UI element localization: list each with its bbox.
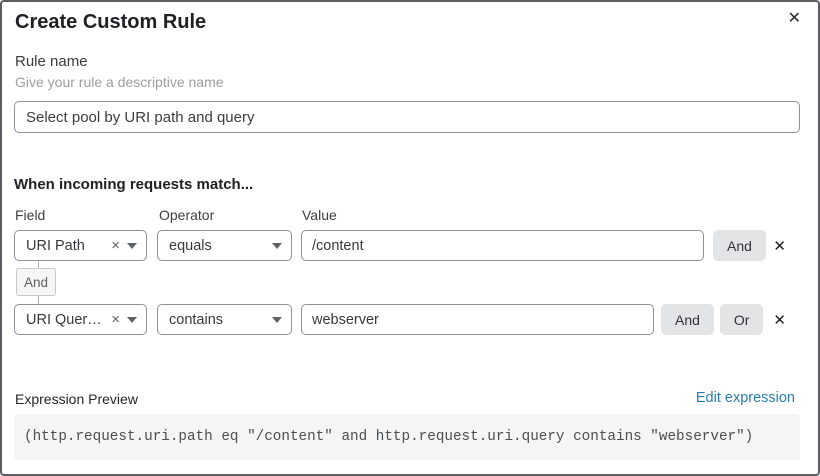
operator-select-value: contains — [169, 311, 224, 328]
expression-preview-label: Expression Preview — [15, 391, 138, 407]
field-select-value: URI Query St... — [26, 311, 108, 328]
value-input[interactable] — [301, 304, 654, 335]
and-button[interactable]: And — [713, 230, 766, 261]
chevron-down-icon — [272, 242, 282, 249]
connector-line — [38, 261, 39, 268]
expression-preview-box: (http.request.uri.path eq "/content" and… — [14, 414, 800, 460]
connector-and-badge: And — [16, 268, 56, 296]
or-button[interactable]: Or — [719, 304, 764, 335]
remove-condition-icon[interactable]: ✕ — [773, 311, 786, 329]
field-select-value: URI Path — [26, 237, 85, 254]
value-column-label: Value — [302, 207, 337, 223]
clear-icon[interactable]: × — [111, 237, 120, 254]
value-input[interactable] — [301, 230, 704, 261]
connector-line — [38, 296, 39, 304]
match-section-heading: When incoming requests match... — [14, 176, 254, 193]
operator-select[interactable]: contains — [157, 304, 292, 335]
operator-select-value: equals — [169, 237, 212, 254]
remove-condition-icon[interactable]: ✕ — [773, 237, 786, 255]
clear-icon[interactable]: × — [111, 311, 120, 328]
rule-name-input[interactable] — [14, 101, 800, 133]
expression-code: (http.request.uri.path eq "/content" and… — [24, 429, 754, 445]
operator-column-label: Operator — [159, 207, 215, 223]
rule-name-help-text: Give your rule a descriptive name — [15, 74, 224, 90]
edit-expression-link[interactable]: Edit expression — [695, 390, 795, 406]
chevron-down-icon — [272, 316, 282, 323]
field-select[interactable]: URI Path × — [14, 230, 147, 261]
field-select[interactable]: URI Query St... × — [14, 304, 147, 335]
chevron-down-icon — [127, 316, 137, 323]
condition-row: URI Path × equals And ✕ — [14, 230, 806, 261]
and-button[interactable]: And — [661, 304, 714, 335]
rule-name-label: Rule name — [15, 53, 88, 70]
dialog-title: Create Custom Rule — [15, 11, 207, 33]
condition-row: URI Query St... × contains And Or ✕ — [14, 304, 806, 335]
chevron-down-icon — [127, 242, 137, 249]
field-column-label: Field — [15, 207, 46, 223]
close-icon[interactable]: ✕ — [787, 10, 801, 27]
operator-select[interactable]: equals — [157, 230, 292, 261]
